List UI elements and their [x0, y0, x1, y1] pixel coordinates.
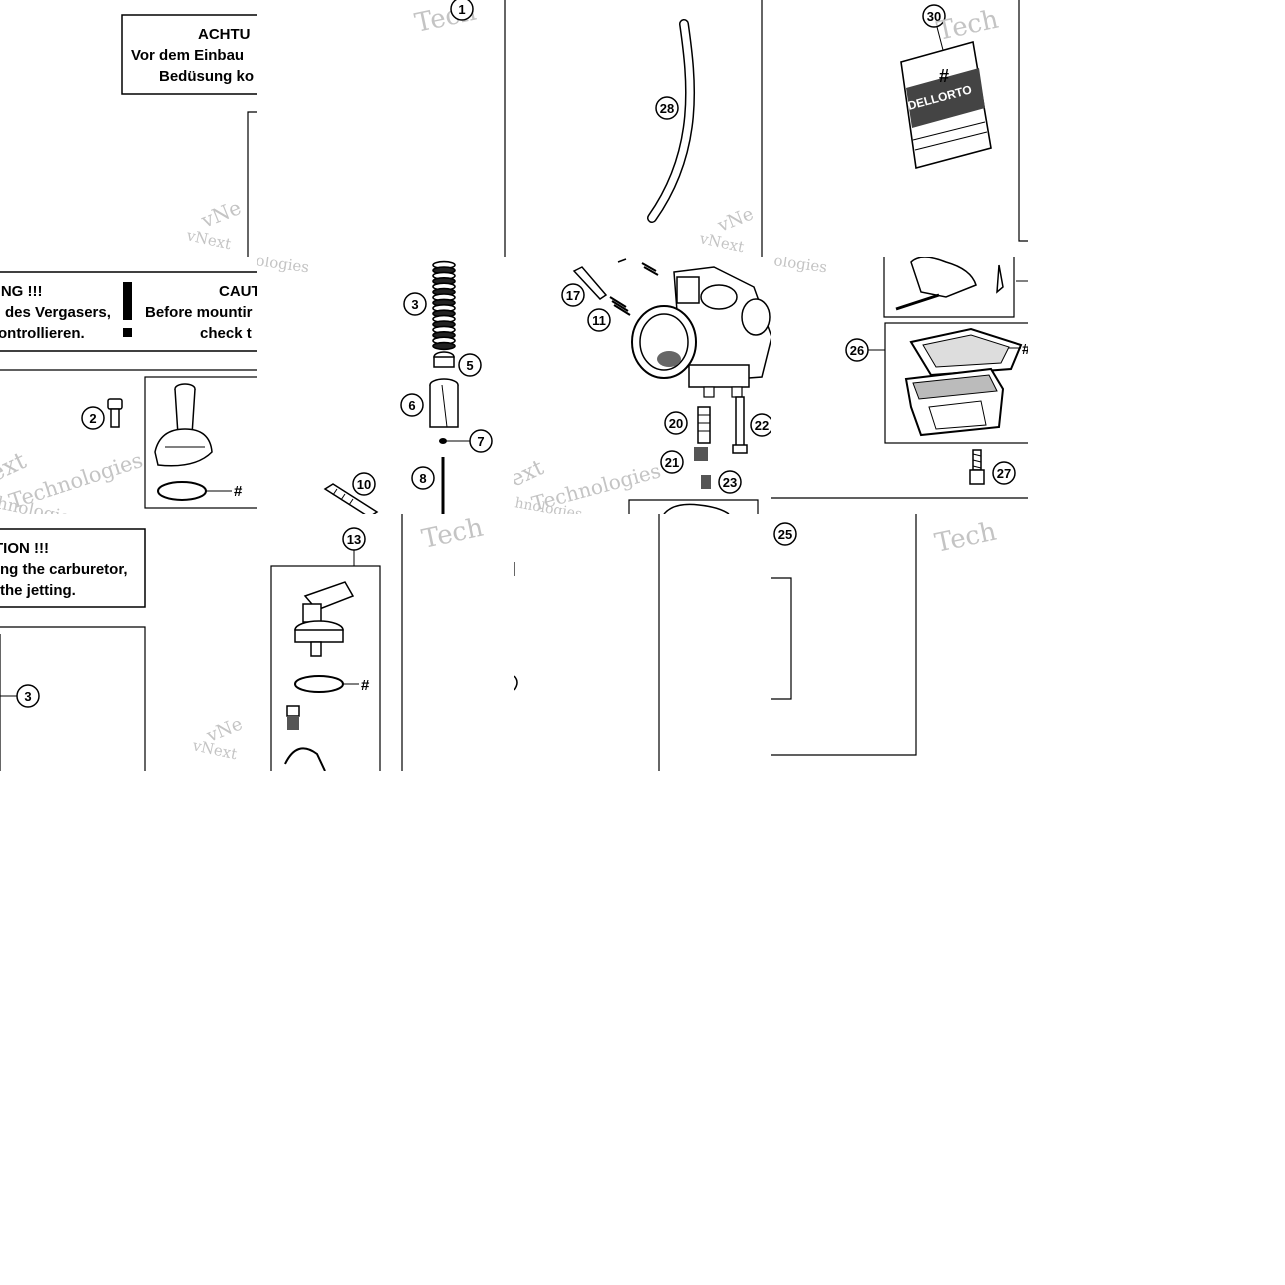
callout-27-label: 27 [997, 466, 1011, 481]
callout-5: 3 [403, 292, 427, 316]
mixture-spring-part [609, 262, 659, 316]
warning-de-line2-cont: ontrollieren. [0, 325, 85, 342]
callout-21-label: 21 [665, 455, 679, 470]
callout-2: 2 [81, 406, 105, 430]
choke-plunger-part [294, 581, 355, 657]
callout-20-label: 20 [669, 416, 683, 431]
callout-30: 30 [922, 4, 946, 28]
callout-11: 10 [352, 472, 376, 496]
callout-7: 6 [400, 393, 424, 417]
warning-en-line2-cont: the jetting. [0, 582, 76, 599]
warning-de-line2: Bedüsung ko [159, 68, 254, 85]
watermark-text: ologies [772, 257, 828, 276]
drain-screw-part [732, 396, 748, 454]
callout-13: 13 [342, 527, 366, 551]
callout-20: 20 [664, 411, 688, 435]
callout-11-label: 10 [357, 477, 371, 492]
needle-clip-part [433, 351, 455, 368]
warning-de-line1-cont: des Vergasers, [5, 304, 111, 321]
tile-throttle-slide: ologies 3 5 6 [257, 257, 514, 514]
hash-mark: # [1022, 341, 1028, 358]
callout-5-label: 3 [411, 297, 418, 312]
tile-warning-english: TION !!! ng the carburetor, the jetting.… [0, 514, 257, 771]
jet-bag-hash: # [939, 66, 949, 86]
callout-17-label: 17 [566, 288, 580, 303]
callout-21: 21 [660, 450, 684, 474]
warning-en-line1-cont: ng the carburetor, [0, 561, 128, 578]
callout-12-label: 11 [592, 313, 606, 328]
float-bowl-gasket [909, 327, 1023, 377]
callout-3: 3 [16, 684, 40, 708]
tile-float-bowl: ologies 26 # [771, 257, 1028, 514]
callout-26: 26 [845, 338, 869, 362]
carburetor-body [631, 266, 771, 398]
callout-8: 7 [469, 429, 493, 453]
warning-en-line2: check t [200, 325, 252, 342]
hash-mark: # [234, 483, 243, 500]
callout-6-label: 5 [466, 358, 473, 373]
warning-en-head-cont: TION !!! [0, 540, 49, 557]
jet-holder-part [694, 406, 711, 461]
tile-choke-valve: 13 # Tech [257, 514, 514, 771]
hash-mark: # [361, 677, 370, 694]
callout-22: 22 [750, 413, 771, 437]
callout-1-label: 1 [458, 2, 465, 17]
throttle-spring [432, 260, 456, 351]
callout-12: 11 [587, 308, 611, 332]
warning-en-head: CAUT [219, 283, 257, 300]
callout-28-label: 28 [660, 101, 674, 116]
warning-en-line1: Before mountir [145, 304, 253, 321]
watermark-text: vNe [197, 195, 245, 233]
callout-25: 25 [773, 522, 797, 546]
callout-30-label: 30 [927, 9, 941, 24]
air-screw-part [572, 266, 608, 300]
idle-screw-part [323, 483, 379, 514]
watermark-text: vNe [714, 203, 757, 237]
callout-25-label: 25 [778, 527, 792, 542]
watermark-text: ologies [257, 257, 310, 276]
callout-17: 17 [561, 283, 585, 307]
o-ring [157, 481, 207, 501]
spring-coil [432, 341, 456, 351]
lock-nut-part [286, 705, 300, 730]
tile-callout-1: Tech 1 [257, 0, 514, 257]
tile-warning-german: ACHTU Vor dem Einbau Bedüsung ko vNext v… [0, 0, 257, 257]
warning-de-line1: Vor dem Einbau [131, 47, 244, 64]
callout-8-label: 7 [477, 434, 484, 449]
callout-22-label: 22 [755, 418, 769, 433]
throttle-cap-part [154, 383, 213, 467]
throttle-slide-part [429, 378, 459, 428]
callout-6: 5 [458, 353, 482, 377]
tile-jet-bag: # DELLORTO 30 Tech [771, 0, 1028, 257]
o-ring [294, 675, 344, 693]
tile-warning-row: UNG !!! des Vergasers, ontrollieren. CAU… [0, 257, 257, 514]
float-bowl [904, 367, 1005, 437]
callout-13-label: 13 [347, 532, 361, 547]
callout-28: 28 [655, 96, 679, 120]
callout-7-label: 6 [408, 398, 415, 413]
callout-10: 8 [411, 466, 435, 490]
watermark-text: Technologies [6, 448, 146, 514]
watermark-text: Tech [932, 517, 999, 559]
callout-27: 27 [992, 461, 1016, 485]
callout-2-label: 2 [89, 411, 96, 426]
screw-part [107, 398, 123, 428]
tile-lower-right: 25 Tech [771, 514, 1028, 771]
float-bowl-bolt [969, 449, 985, 485]
watermark-text: ext [514, 455, 548, 492]
callout-23-label: 23 [723, 475, 737, 490]
watermark-text: ext [0, 446, 31, 487]
tile-lower-middle [514, 514, 771, 771]
warning-de-head-cont: UNG !!! [0, 283, 43, 300]
callout-26-label: 26 [850, 343, 864, 358]
callout-3-label: 3 [24, 689, 31, 704]
callout-1: 1 [450, 0, 474, 21]
watermark-text: Tech [419, 514, 486, 555]
callout-10-label: 8 [419, 471, 426, 486]
callout-23: 23 [718, 470, 742, 494]
tile-fuel-hose: 28 vNext vNe [514, 0, 771, 257]
warning-de-head: ACHTU [198, 26, 251, 43]
tile-carburetor-body: 17 11 [514, 257, 771, 514]
